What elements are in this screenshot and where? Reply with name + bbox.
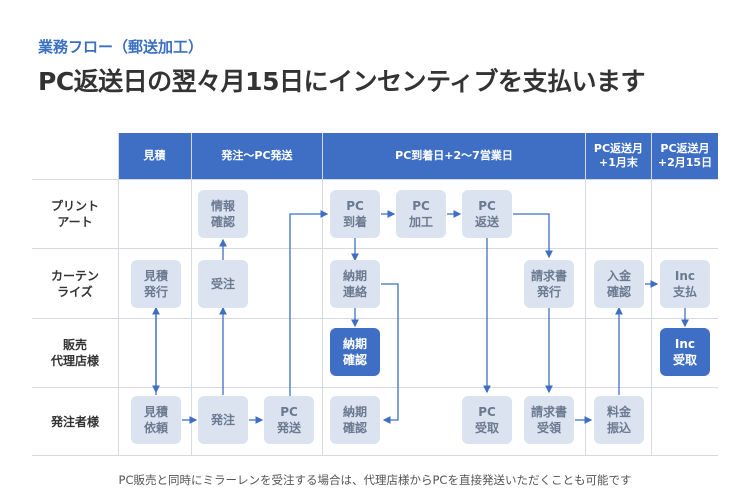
node-estimate-issue: 見積 発行 — [131, 260, 181, 308]
node-place-order: 発注 — [198, 396, 248, 444]
grid-divider — [32, 455, 718, 456]
grid-divider — [32, 387, 718, 388]
node-deadline-contact: 納期 連絡 — [330, 260, 380, 308]
grid-divider — [32, 179, 718, 180]
node-pc-arrive: PC 到着 — [330, 190, 380, 238]
node-fee-transfer: 料金 振込 — [594, 396, 644, 444]
node-deadline-confirm-agent: 納期 確認 — [330, 328, 380, 376]
node-estimate-request: 見積 依頼 — [131, 396, 181, 444]
grid-divider — [585, 133, 586, 455]
node-pc-return: PC 返送 — [462, 190, 512, 238]
grid-divider — [32, 318, 718, 319]
page-title: PC返送日の翌々月15日にインセンティブを支払います — [38, 67, 645, 96]
node-payment-confirm: 入金 確認 — [594, 260, 644, 308]
node-receive-order: 受注 — [198, 260, 248, 308]
node-pc-process: PC 加工 — [396, 190, 446, 238]
node-deadline-confirm: 納期 確認 — [330, 396, 380, 444]
row-header-agent: 販売 代理店様 — [50, 338, 99, 368]
arrow-to-pc-arrive — [289, 210, 329, 396]
node-inc-receive: Inc 受取 — [660, 328, 710, 376]
grid-divider — [191, 133, 192, 455]
grid-divider — [651, 133, 652, 455]
col-header-month1: PC返送月 +1月末 — [586, 133, 651, 179]
col-header-estimate: 見積 — [118, 133, 191, 179]
node-pc-receive: PC 受取 — [462, 396, 512, 444]
node-invoice-receive: 請求書 受領 — [524, 396, 574, 444]
node-inc-pay: Inc 支払 — [660, 260, 710, 308]
flow-subtitle: 業務フロー（郵送加工） — [38, 38, 204, 56]
node-invoice-issue: 請求書 発行 — [524, 260, 574, 308]
grid-divider — [118, 133, 119, 455]
col-header-month2: PC返送月 +2月15日 — [652, 133, 718, 179]
col-header-order: 発注～PC発送 — [192, 133, 322, 179]
col-header-work: PC到着日+2～7営業日 — [323, 133, 585, 179]
grid-divider — [32, 248, 718, 249]
arrow-to-invoice-issue — [513, 213, 553, 259]
arrow-to-deadline-confirm — [381, 283, 399, 424]
node-info-confirm: 情報 確認 — [198, 190, 248, 238]
row-header-orderer: 発注者様 — [50, 414, 99, 429]
row-header-curtain: カーテン ライズ — [50, 268, 99, 299]
footnote: PC販売と同時にミラーレンを受注する場合は、代理店様からPCを直接発送いただくこ… — [118, 473, 632, 487]
row-header-print: プリント アート — [50, 199, 99, 229]
grid-divider — [322, 133, 323, 455]
node-pc-ship: PC 発送 — [264, 396, 314, 444]
